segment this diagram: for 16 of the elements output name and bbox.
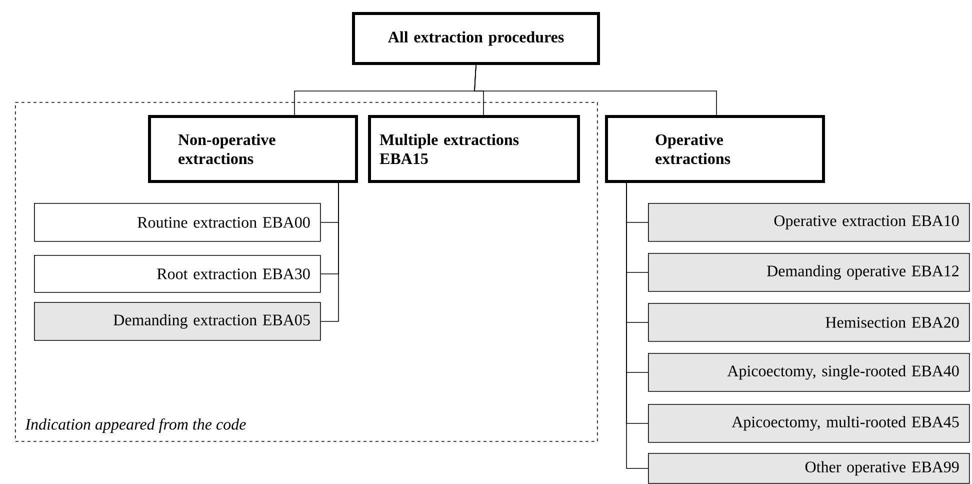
connector-line: [626, 182, 648, 469]
connector-line: [474, 64, 717, 116]
procedure-box: Apicoectomy, single-rooted EBA40: [648, 353, 970, 392]
procedure-box: Routine extraction EBA00: [34, 203, 321, 242]
procedure-box: Demanding extraction EBA05: [34, 302, 321, 341]
category-box: Operative extractions: [605, 115, 825, 183]
procedure-box: Other operative EBA99: [648, 453, 970, 484]
connector-line: [320, 182, 339, 322]
category-box: Non-operative extractions: [148, 115, 358, 183]
procedure-box: Apicoectomy, multi-rooted EBA45: [648, 404, 970, 443]
root-box: All extraction procedures: [352, 12, 600, 65]
procedure-box: Demanding operative EBA12: [648, 253, 970, 292]
procedure-box: Root extraction EBA30: [34, 254, 321, 293]
category-box: Multiple extractions EBA15: [368, 115, 580, 183]
procedure-box: Operative extraction EBA10: [648, 203, 970, 242]
procedure-box: Hemisection EBA20: [648, 303, 970, 342]
